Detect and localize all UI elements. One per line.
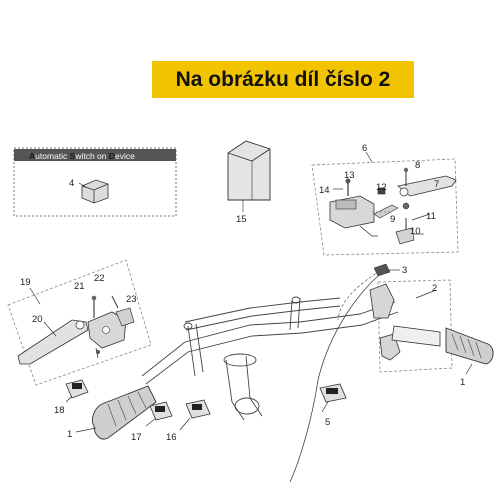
switch-16 — [185, 399, 211, 419]
callout-12: 12 — [376, 182, 387, 193]
throttle-assembly — [369, 279, 494, 373]
callout-10: 10 — [410, 226, 421, 237]
callout-17: 17 — [131, 432, 142, 443]
callout-16: 16 — [166, 432, 177, 443]
left-grip — [91, 385, 157, 440]
handlebar-tube — [141, 267, 399, 483]
switch-18 — [65, 379, 89, 399]
callout-14: 14 — [319, 185, 330, 196]
callout-13: 13 — [344, 170, 355, 181]
left-lever-group — [7, 259, 152, 386]
asd-label: Automatic Switch on Device — [29, 151, 135, 161]
callout-1-right: 1 — [460, 377, 465, 388]
banner-text: Na obrázku díl číslo 2 — [175, 67, 391, 91]
callout-11: 11 — [426, 211, 436, 222]
switch-17 — [149, 401, 173, 421]
callout-9: 9 — [390, 214, 395, 225]
callout-19: 19 — [20, 277, 31, 288]
adjuster-nut — [373, 263, 391, 277]
right-brake-group — [311, 158, 459, 256]
callout-23: 23 — [126, 294, 137, 305]
callout-3: 3 — [402, 265, 407, 276]
asd-switch-part — [81, 179, 109, 204]
callout-21: 21 — [74, 281, 85, 292]
asd-panel: Automatic Switch on Device — [13, 147, 177, 217]
callout-18: 18 — [54, 405, 65, 416]
part-number-banner: Na obrázku díl číslo 2 — [152, 61, 414, 98]
manual-booklet — [227, 140, 271, 212]
callout-15: 15 — [236, 214, 247, 225]
callout-numbers: 1 1 2 3 4 5 6 7 8 9 10 11 12 13 14 15 16… — [20, 143, 465, 443]
callout-20: 20 — [32, 314, 43, 325]
leader-lines — [29, 151, 473, 433]
callout-5: 5 — [325, 417, 330, 428]
callout-6: 6 — [362, 143, 367, 154]
callout-4: 4 — [69, 178, 74, 189]
switch-5 — [319, 383, 347, 403]
callout-8: 8 — [415, 160, 420, 171]
callout-7: 7 — [434, 179, 439, 190]
callout-1-left: 1 — [67, 429, 72, 440]
callout-2: 2 — [432, 283, 437, 294]
callout-22: 22 — [94, 273, 105, 284]
